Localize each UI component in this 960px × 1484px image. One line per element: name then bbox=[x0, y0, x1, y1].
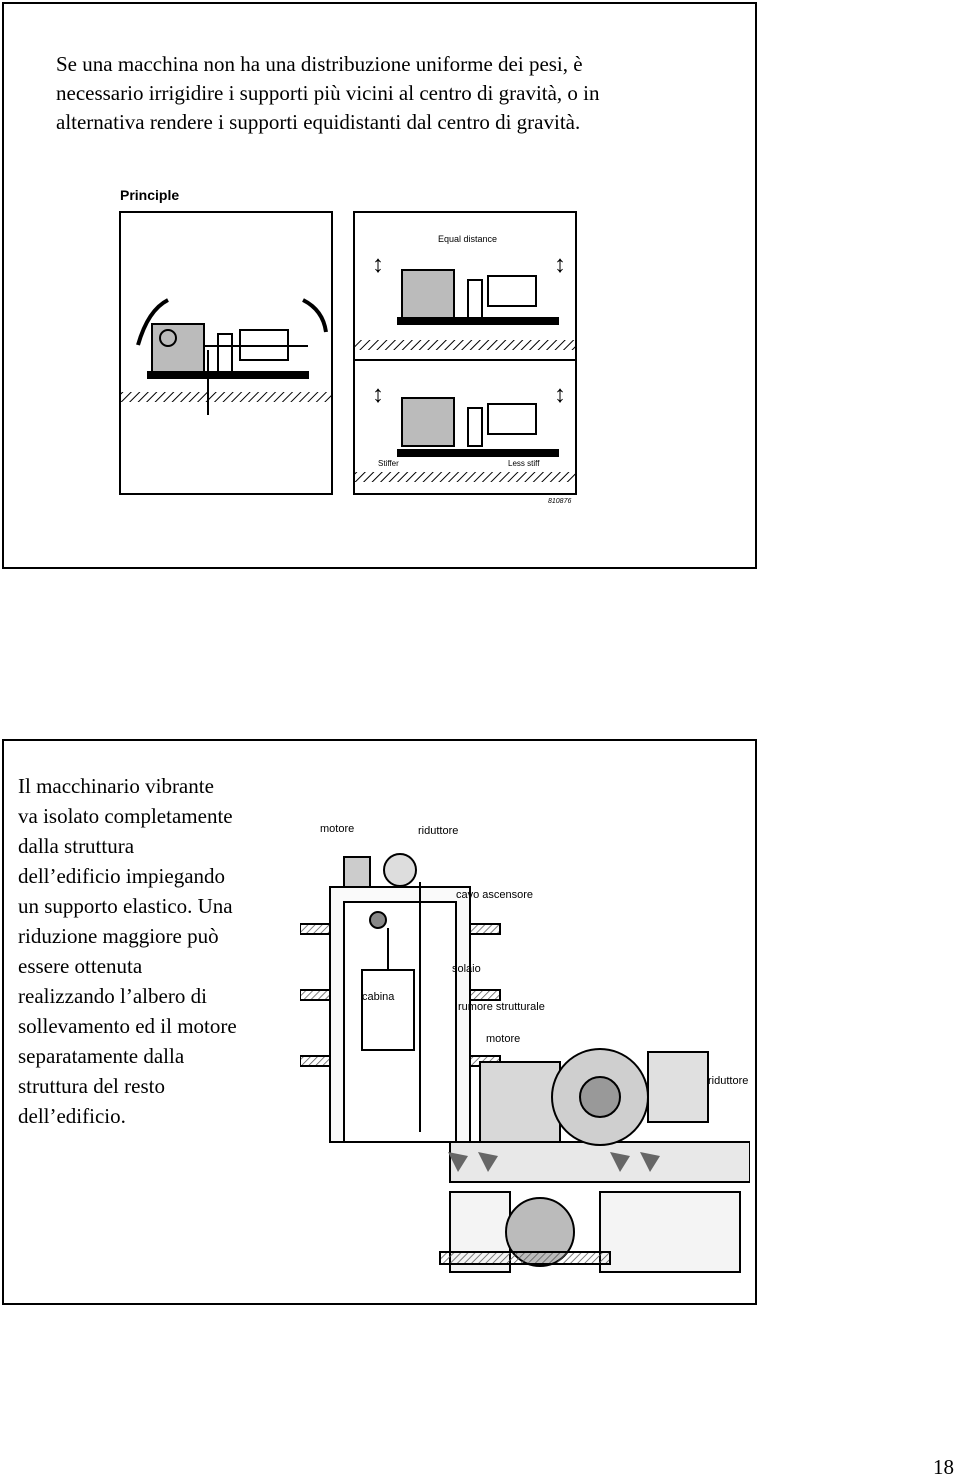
slide-2-text: Il macchinario vibrante va isolato compl… bbox=[18, 771, 303, 1131]
text-line: sollevamento ed il motore bbox=[18, 1014, 237, 1038]
text-line: un supporto elastico. Una bbox=[18, 894, 233, 918]
rotate-arrow-right-icon bbox=[302, 298, 328, 333]
text-line: essere ottenuta bbox=[18, 954, 143, 978]
noise-arrows bbox=[448, 1152, 660, 1172]
left-machine bbox=[147, 323, 309, 379]
label-motore-top: motore bbox=[320, 823, 354, 835]
text-line: dell’edificio impiegando bbox=[18, 864, 226, 888]
double-arrow-icon: ↕ bbox=[554, 381, 566, 408]
double-arrow-icon: ↕ bbox=[372, 381, 384, 408]
text-line: Se una macchina non ha una distribuzione… bbox=[56, 52, 583, 76]
label-cavo-ascensore: cavo ascensore bbox=[456, 889, 533, 901]
text-line: necessario irrigidire i supporti più vic… bbox=[56, 81, 600, 105]
text-line: separatamente dalla bbox=[18, 1044, 185, 1068]
stiffer-label: Stiffer bbox=[378, 459, 399, 468]
text-line: realizzando l’albero di bbox=[18, 984, 207, 1008]
elevator-figure: motore riduttore cavo ascensore solaio c… bbox=[300, 823, 750, 1273]
principle-title: Principle bbox=[120, 187, 179, 203]
right-machine-top bbox=[397, 269, 559, 325]
text-line: Il macchinario vibrante bbox=[18, 774, 214, 798]
text-line: riduzione maggiore può bbox=[18, 924, 219, 948]
large-machine bbox=[439, 1048, 750, 1273]
right-machine-bottom bbox=[397, 397, 559, 457]
less-stiff-label: Less stiff bbox=[508, 459, 540, 468]
label-cabina: cabina bbox=[362, 991, 395, 1003]
principle-figure: Principle Equal distance ↕ ↕ ↕ ↕ Stiffer… bbox=[119, 187, 577, 505]
text-line: dalla struttura bbox=[18, 834, 135, 858]
double-arrow-icon: ↕ bbox=[554, 251, 566, 278]
label-solaio: solaio bbox=[452, 963, 481, 975]
text-line: struttura del resto bbox=[18, 1074, 165, 1098]
page-number: 18 bbox=[933, 1455, 954, 1479]
double-arrow-icon: ↕ bbox=[372, 251, 384, 278]
equal-distance-label: Equal distance bbox=[438, 234, 497, 244]
right-floor-bottom bbox=[355, 472, 575, 482]
figure-code: 810876 bbox=[548, 498, 571, 505]
right-floor-top bbox=[355, 340, 575, 350]
text-line: alternativa rendere i supporti equidista… bbox=[56, 110, 581, 134]
label-rumore-strutturale: rumore strutturale bbox=[458, 1001, 545, 1013]
slide-1-text: Se una macchina non ha una distribuzione… bbox=[56, 50, 736, 137]
label-motore-bottom: motore bbox=[486, 1033, 520, 1045]
right-panel-lower bbox=[353, 359, 577, 495]
text-line: dell’edificio. bbox=[18, 1104, 126, 1128]
label-riduttore-top: riduttore bbox=[418, 825, 458, 837]
text-line: va isolato completamente bbox=[18, 804, 233, 828]
left-panel bbox=[119, 211, 333, 495]
label-riduttore-bottom: riduttore bbox=[708, 1075, 748, 1087]
left-floor bbox=[121, 392, 331, 402]
rotate-arrow-left-icon bbox=[136, 298, 169, 346]
